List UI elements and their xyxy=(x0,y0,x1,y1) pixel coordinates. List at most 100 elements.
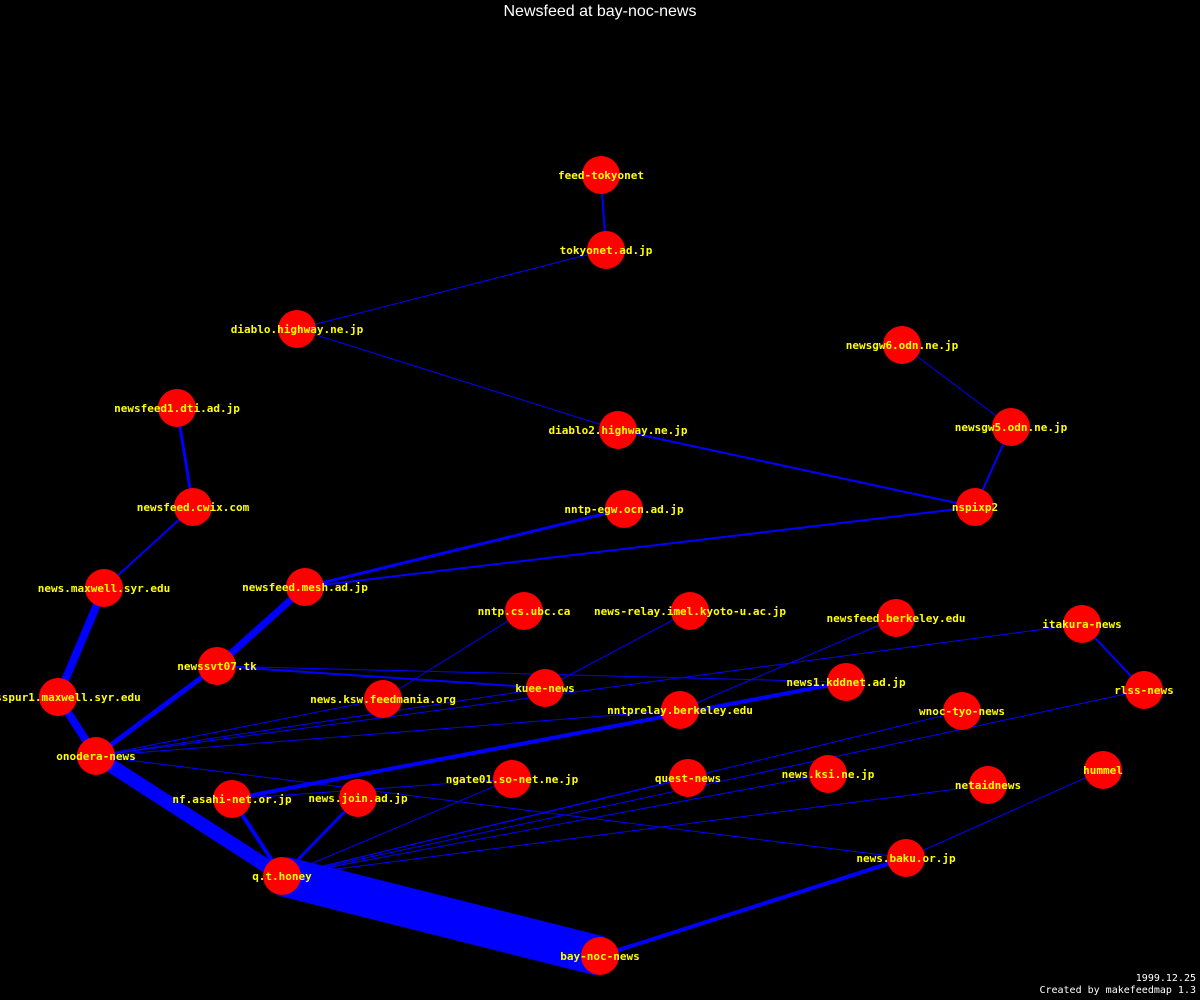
node-label-newsfeed-berkeley: newsfeed.berkeley.edu xyxy=(826,612,965,625)
edge-newsgw6-to-newsgw5 xyxy=(901,344,1012,428)
node-label-news-ksw: news.ksw.feedmania.org xyxy=(310,693,456,706)
footer-date: 1999.12.25 xyxy=(1135,973,1196,984)
node-label-nf-asahi: nf.asahi-net.or.jp xyxy=(172,793,292,806)
edge-nntprelay-berkeley-to-onodera-news xyxy=(95,709,681,757)
edge-onodera-news-to-news-baku xyxy=(95,755,907,859)
node-label-tokyonet: tokyonet.ad.jp xyxy=(560,244,653,257)
edge-nntp-cs-ubc-to-news-ksw xyxy=(382,610,525,700)
node-label-kuee-news: kuee-news xyxy=(515,682,575,695)
node-newsfeed-berkeley xyxy=(877,599,915,637)
edge-newssvt07-to-news1-kddnet xyxy=(216,665,847,683)
edge-nspixp2-to-newsfeed-mesh xyxy=(304,506,976,588)
edge-ngate01-to-qt-honey xyxy=(281,778,513,877)
node-tokyonet xyxy=(587,231,625,269)
edge-nntp-egw-to-newsfeed-mesh xyxy=(304,507,625,589)
edge-itakura-news-to-onodera-news xyxy=(95,623,1083,757)
diagram-title: Newsfeed at bay-noc-news xyxy=(503,3,697,20)
edge-news-ksw-to-onodera-news xyxy=(95,698,384,757)
node-newsgw5 xyxy=(992,408,1030,446)
node-diablo2 xyxy=(599,411,637,449)
node-label-netaidnews: netaidnews xyxy=(955,779,1021,792)
node-label-newsfeed1-dti: newsfeed1.dti.ad.jp xyxy=(114,402,240,415)
node-news-maxwell xyxy=(85,569,123,607)
edge-news-baku-to-bay-noc-news xyxy=(599,856,907,958)
node-label-onodera-news: onodera-news xyxy=(56,750,135,763)
node-label-ngate01: ngate01.so-net.ne.jp xyxy=(446,773,579,786)
node-label-quest-news: quest-news xyxy=(655,772,721,785)
node-qt-honey xyxy=(263,857,301,895)
node-nntp-cs-ubc xyxy=(505,592,543,630)
node-newsspur1 xyxy=(39,678,77,716)
edge-news1-kddnet-to-nf-asahi xyxy=(231,680,847,801)
node-label-news-relay-imel: news-relay.imel.kyoto-u.ac.jp xyxy=(594,605,786,618)
edge-newssvt07-to-onodera-news xyxy=(94,663,219,759)
node-label-hummel: hummel xyxy=(1083,764,1123,777)
node-layer xyxy=(39,156,1163,975)
label-layer: feed-tokyonet tokyonet.ad.jp diablo.highwa… xyxy=(0,169,1174,963)
edge-news-relay-imel-to-kuee-news xyxy=(544,610,691,689)
node-label-diablo2: diablo2.highway.ne.jp xyxy=(548,424,687,437)
edge-onodera-news-to-qt-honey xyxy=(92,750,286,882)
node-label-wnoc-tyo-news: wnoc-tyo-news xyxy=(919,705,1005,718)
node-label-news-maxwell: news.maxwell.syr.edu xyxy=(38,582,170,595)
footer-credit: Created by makefeedmap 1.3 xyxy=(1039,985,1196,996)
node-label-qt-honey: q.t.honey xyxy=(252,870,312,883)
node-onodera-news xyxy=(77,737,115,775)
node-label-nntp-egw: nntp-egw.ocn.ad.jp xyxy=(564,503,684,516)
node-label-nntprelay-berkeley: nntprelay.berkeley.edu xyxy=(607,704,753,717)
edge-news-maxwell-to-newsspur1 xyxy=(54,586,108,699)
node-bay-noc-news xyxy=(581,937,619,975)
node-label-diablo: diablo.highway.ne.jp xyxy=(231,323,364,336)
edge-newsfeed-mesh-to-newssvt07 xyxy=(214,584,308,669)
node-news-ksi xyxy=(809,755,847,793)
footer: 1999.12.25 Created by makefeedmap 1.3 xyxy=(1039,973,1196,997)
node-nspixp2 xyxy=(956,488,994,526)
edge-hummel-to-news-baku xyxy=(905,769,1104,859)
node-rlss-news xyxy=(1125,671,1163,709)
node-label-newsgw5: newsgw5.odn.ne.jp xyxy=(955,421,1068,434)
node-newsfeed1-dti xyxy=(158,389,196,427)
node-label-newsgw6: newsgw6.odn.ne.jp xyxy=(846,339,959,352)
node-label-news1-kddnet: news1.kddnet.ad.jp xyxy=(786,676,906,689)
edge-wnoc-tyo-news-to-qt-honey xyxy=(281,710,963,877)
edge-qt-honey-to-bay-noc-news xyxy=(277,856,605,976)
edge-newssvt07-to-kuee-news xyxy=(216,665,546,689)
node-label-nntp-cs-ubc: nntp.cs.ubc.ca xyxy=(478,605,571,618)
edge-news-ksi-to-qt-honey xyxy=(281,773,829,877)
node-newssvt07 xyxy=(198,647,236,685)
node-quest-news xyxy=(669,759,707,797)
edge-diablo-to-diablo2 xyxy=(296,328,619,431)
node-label-newsfeed-mesh: newsfeed.mesh.ad.jp xyxy=(242,581,368,594)
node-nf-asahi xyxy=(213,780,251,818)
node-label-bay-noc-news: bay-noc-news xyxy=(560,950,639,963)
node-news-relay-imel xyxy=(671,592,709,630)
node-wnoc-tyo-news xyxy=(943,692,981,730)
edge-netaidnews-to-qt-honey xyxy=(281,784,989,877)
node-label-nspixp2: nspixp2 xyxy=(952,501,998,514)
node-newsgw6 xyxy=(883,326,921,364)
node-label-rlss-news: rlss-news xyxy=(1114,684,1174,697)
edge-tokyonet-to-diablo xyxy=(296,249,607,330)
node-label-feed-tokyonet: feed-tokyonet xyxy=(558,169,644,182)
node-news-ksw xyxy=(364,680,402,718)
node-label-news-ksi: news.ksi.ne.jp xyxy=(782,768,875,781)
node-news1-kddnet xyxy=(827,663,865,701)
node-label-news-join: news.join.ad.jp xyxy=(308,792,408,805)
node-diablo xyxy=(278,310,316,348)
edge-diablo2-to-nspixp2 xyxy=(617,429,976,508)
node-news-baku xyxy=(887,839,925,877)
node-itakura-news xyxy=(1063,605,1101,643)
edge-rlss-news-to-qt-honey xyxy=(281,689,1145,877)
edge-kuee-news-to-onodera-news xyxy=(95,687,546,757)
node-label-itakura-news: itakura-news xyxy=(1042,618,1121,631)
edge-layer xyxy=(54,174,1145,976)
edge-newsfeed-cwix-to-news-maxwell xyxy=(103,506,194,589)
node-newsfeed-mesh xyxy=(286,568,324,606)
node-nntp-egw xyxy=(605,490,643,528)
node-kuee-news xyxy=(526,669,564,707)
node-ngate01 xyxy=(493,760,531,798)
node-feed-tokyonet xyxy=(582,156,620,194)
node-news-join xyxy=(339,779,377,817)
